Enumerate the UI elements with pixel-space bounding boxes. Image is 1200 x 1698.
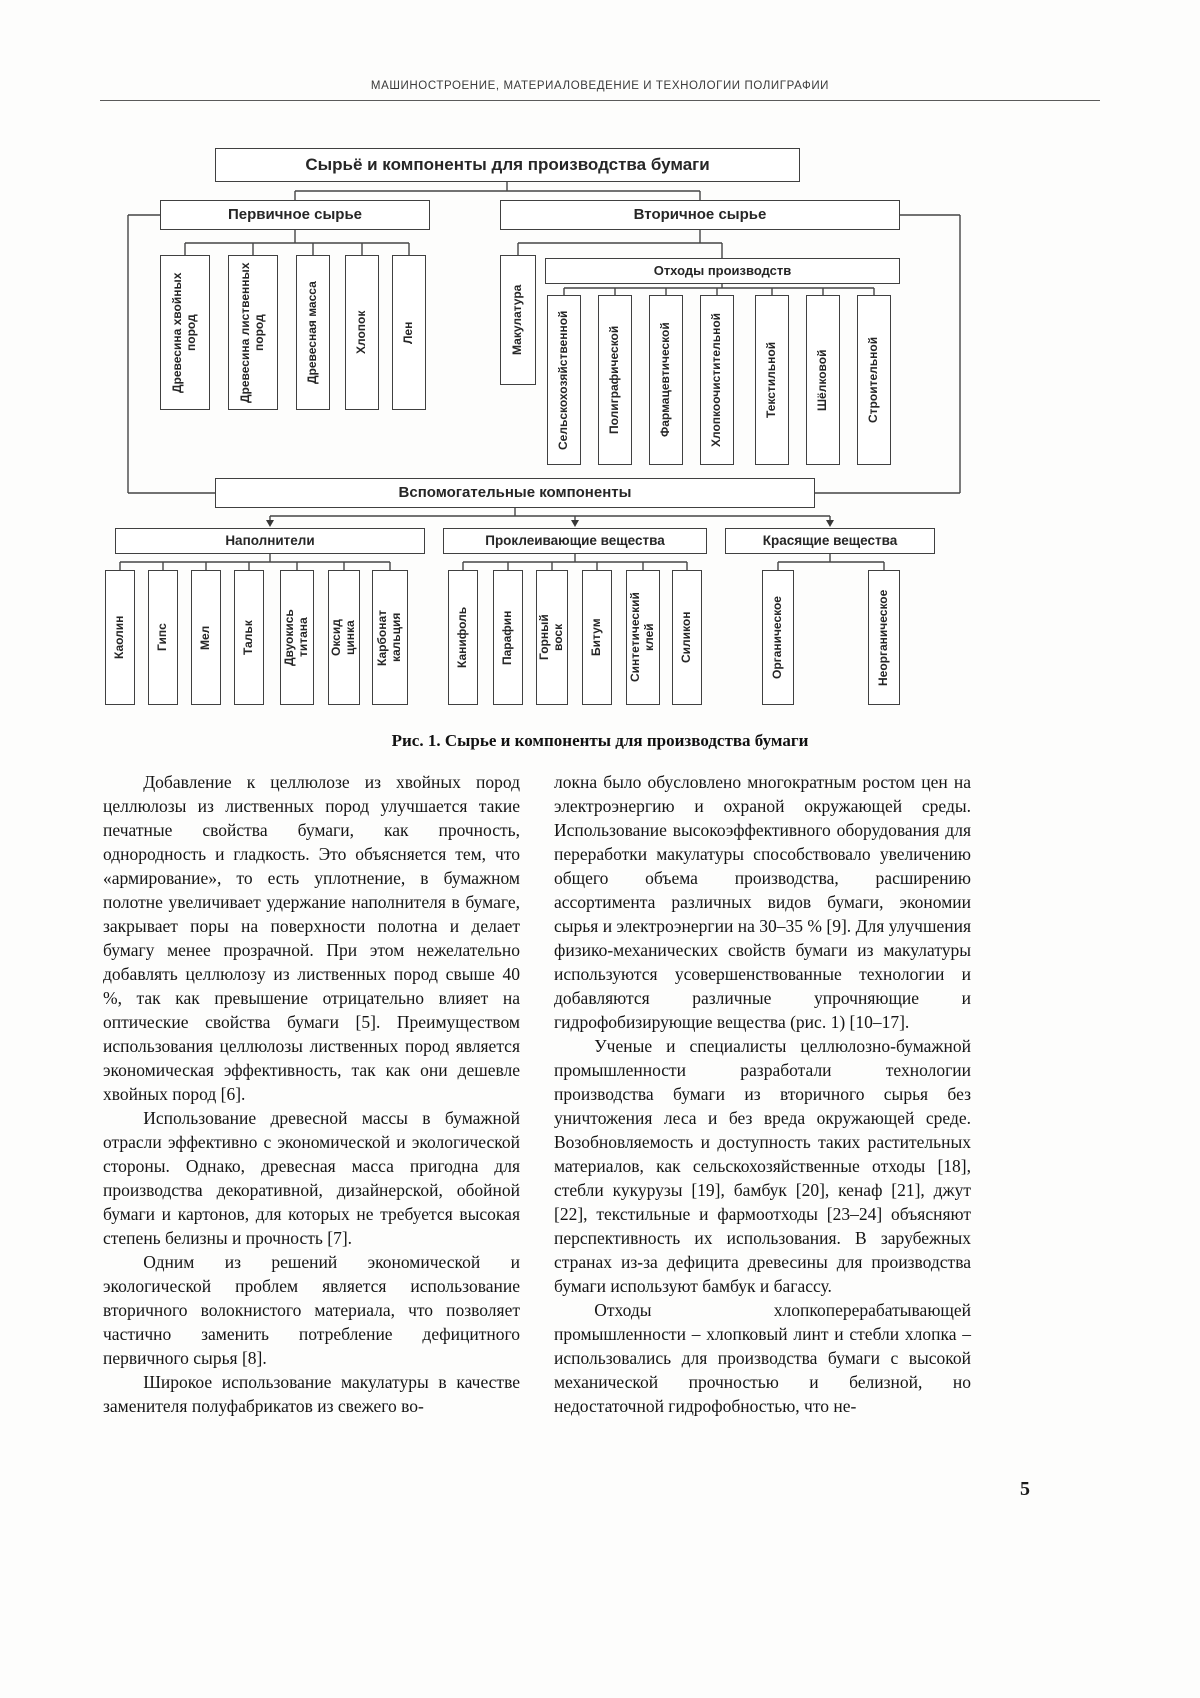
box-waste-item-silk: Шёлковой bbox=[806, 295, 840, 465]
box-fillers: Наполнители bbox=[115, 528, 425, 554]
box-waste-item-cotton-cleaning: Хлопкоочистительной bbox=[700, 295, 734, 465]
paragraph: Широкое использование макулатуры в качес… bbox=[103, 1372, 520, 1416]
paragraph: Использование древесной массы в бумажной… bbox=[103, 1108, 520, 1248]
box-waste-item-textile: Текстильной bbox=[755, 295, 789, 465]
box-production-waste: Отходы производств bbox=[545, 258, 900, 284]
box-figure-root: Сырьё и компоненты для производства бума… bbox=[215, 148, 800, 182]
box-sizing-paraffin: Парафин bbox=[493, 570, 523, 705]
box-primary-item-wood-pulp: Древесная масса bbox=[296, 255, 330, 410]
paragraph: локна было обусловлено многократным рост… bbox=[554, 772, 971, 1032]
box-filler-talc: Тальк bbox=[234, 570, 264, 705]
box-recycled-paper: Макулатура bbox=[500, 255, 536, 385]
column-right: локна было обусловлено многократным рост… bbox=[554, 770, 971, 1418]
box-waste-item-construction: Строительной bbox=[857, 295, 891, 465]
paragraph: Одним из решений экономической и экологи… bbox=[103, 1252, 520, 1368]
box-sizing-rosin: Канифоль bbox=[448, 570, 478, 705]
box-sizing-agents: Проклеивающие вещества bbox=[443, 528, 707, 554]
box-waste-item-printing: Полиграфической bbox=[598, 295, 632, 465]
article-body: Добавление к целлюлозе из хвойных пород … bbox=[103, 770, 971, 1418]
box-filler-gypsum: Гипс bbox=[148, 570, 178, 705]
column-left: Добавление к целлюлозе из хвойных пород … bbox=[103, 770, 520, 1418]
box-coloring-inorganic: Неорганическое bbox=[868, 570, 900, 705]
paragraph: Добавление к целлюлозе из хвойных пород … bbox=[103, 772, 520, 1104]
box-filler-titanium-dioxide: Двуокись титана bbox=[280, 570, 314, 705]
paragraph: Ученые и специалисты целлюлозно-бумажной… bbox=[554, 1036, 971, 1296]
connector-lines bbox=[119, 182, 961, 570]
box-filler-calcium-carbonate: Карбонат кальция bbox=[372, 570, 408, 705]
box-filler-zinc-oxide: Оксид цинка bbox=[328, 570, 360, 705]
box-sizing-silicone: Силикон bbox=[672, 570, 702, 705]
header-rule bbox=[100, 100, 1100, 101]
box-primary-item-cotton: Хлопок bbox=[345, 255, 379, 410]
figure-caption: Рис. 1. Сырье и компоненты для производс… bbox=[391, 731, 809, 750]
box-coloring-agents: Красящие вещества bbox=[725, 528, 935, 554]
box-sizing-mineral-wax: Горный воск bbox=[536, 570, 568, 705]
box-sizing-synthetic-glue: Синтетический клей bbox=[626, 570, 660, 705]
box-filler-chalk: Мел bbox=[191, 570, 221, 705]
figure-1-diagram: Сырьё и компоненты для производства бума… bbox=[100, 140, 1100, 715]
box-sizing-bitumen: Битум bbox=[582, 570, 612, 705]
box-primary-item-coniferous-wood: Древесина хвойных пород bbox=[160, 255, 210, 410]
box-waste-item-pharmaceutical: Фармацевтической bbox=[649, 295, 683, 465]
box-primary-item-flax: Лен bbox=[392, 255, 426, 410]
paragraph: Отходы хлопкоперерабатывающей промышленн… bbox=[554, 1300, 971, 1416]
box-coloring-organic: Органическое bbox=[762, 570, 794, 705]
box-auxiliary-components: Вспомогательные компоненты bbox=[215, 478, 815, 508]
box-primary-item-deciduous-wood: Древесина лиственных пород bbox=[228, 255, 278, 410]
box-primary-raw: Первичное сырье bbox=[160, 200, 430, 230]
journal-header: МАШИНОСТРОЕНИЕ, МАТЕРИАЛОВЕДЕНИЕ И ТЕХНО… bbox=[370, 80, 830, 92]
box-waste-item-agricultural: Сельскохозяйственной bbox=[547, 295, 581, 465]
page-number: 5 bbox=[1020, 1478, 1030, 1500]
box-secondary-raw: Вторичное сырье bbox=[500, 200, 900, 230]
box-filler-kaolin: Каолин bbox=[105, 570, 135, 705]
